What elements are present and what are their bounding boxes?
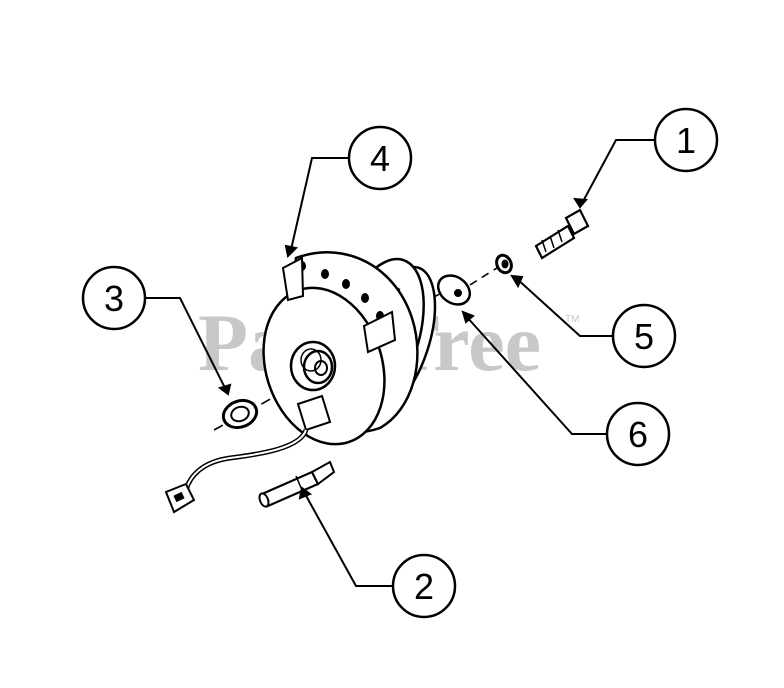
callout-3-number: 3 xyxy=(104,278,124,319)
shaft-bolt xyxy=(258,460,336,508)
wire-harness xyxy=(164,428,309,514)
callout-1: 1 xyxy=(653,107,719,173)
callout-1-circle xyxy=(653,107,719,173)
callout-3: 3 xyxy=(81,265,147,331)
callout-6-circle xyxy=(605,401,671,467)
flat-washer xyxy=(436,274,472,306)
callout-2-number: 2 xyxy=(414,566,434,607)
lock-washer xyxy=(495,253,513,275)
callout-3-circle xyxy=(81,265,147,331)
callout-6: 6 xyxy=(605,401,671,467)
leader-lines xyxy=(144,139,654,587)
callout-4-circle xyxy=(347,125,413,191)
hex-bolt xyxy=(534,208,590,260)
callout-5: 5 xyxy=(611,303,677,369)
callout-2: 2 xyxy=(391,553,457,619)
callout-5-circle xyxy=(611,303,677,369)
callout-4: 4 xyxy=(347,125,413,191)
spacer-ring xyxy=(221,398,259,430)
callout-6-number: 6 xyxy=(628,414,648,455)
pto-clutch-assembly xyxy=(262,251,437,446)
callout-1-number: 1 xyxy=(676,120,696,161)
watermark-tm: TM xyxy=(565,314,579,325)
callout-4-number: 4 xyxy=(370,138,390,179)
callout-2-circle xyxy=(391,553,457,619)
callout-5-number: 5 xyxy=(634,316,654,357)
